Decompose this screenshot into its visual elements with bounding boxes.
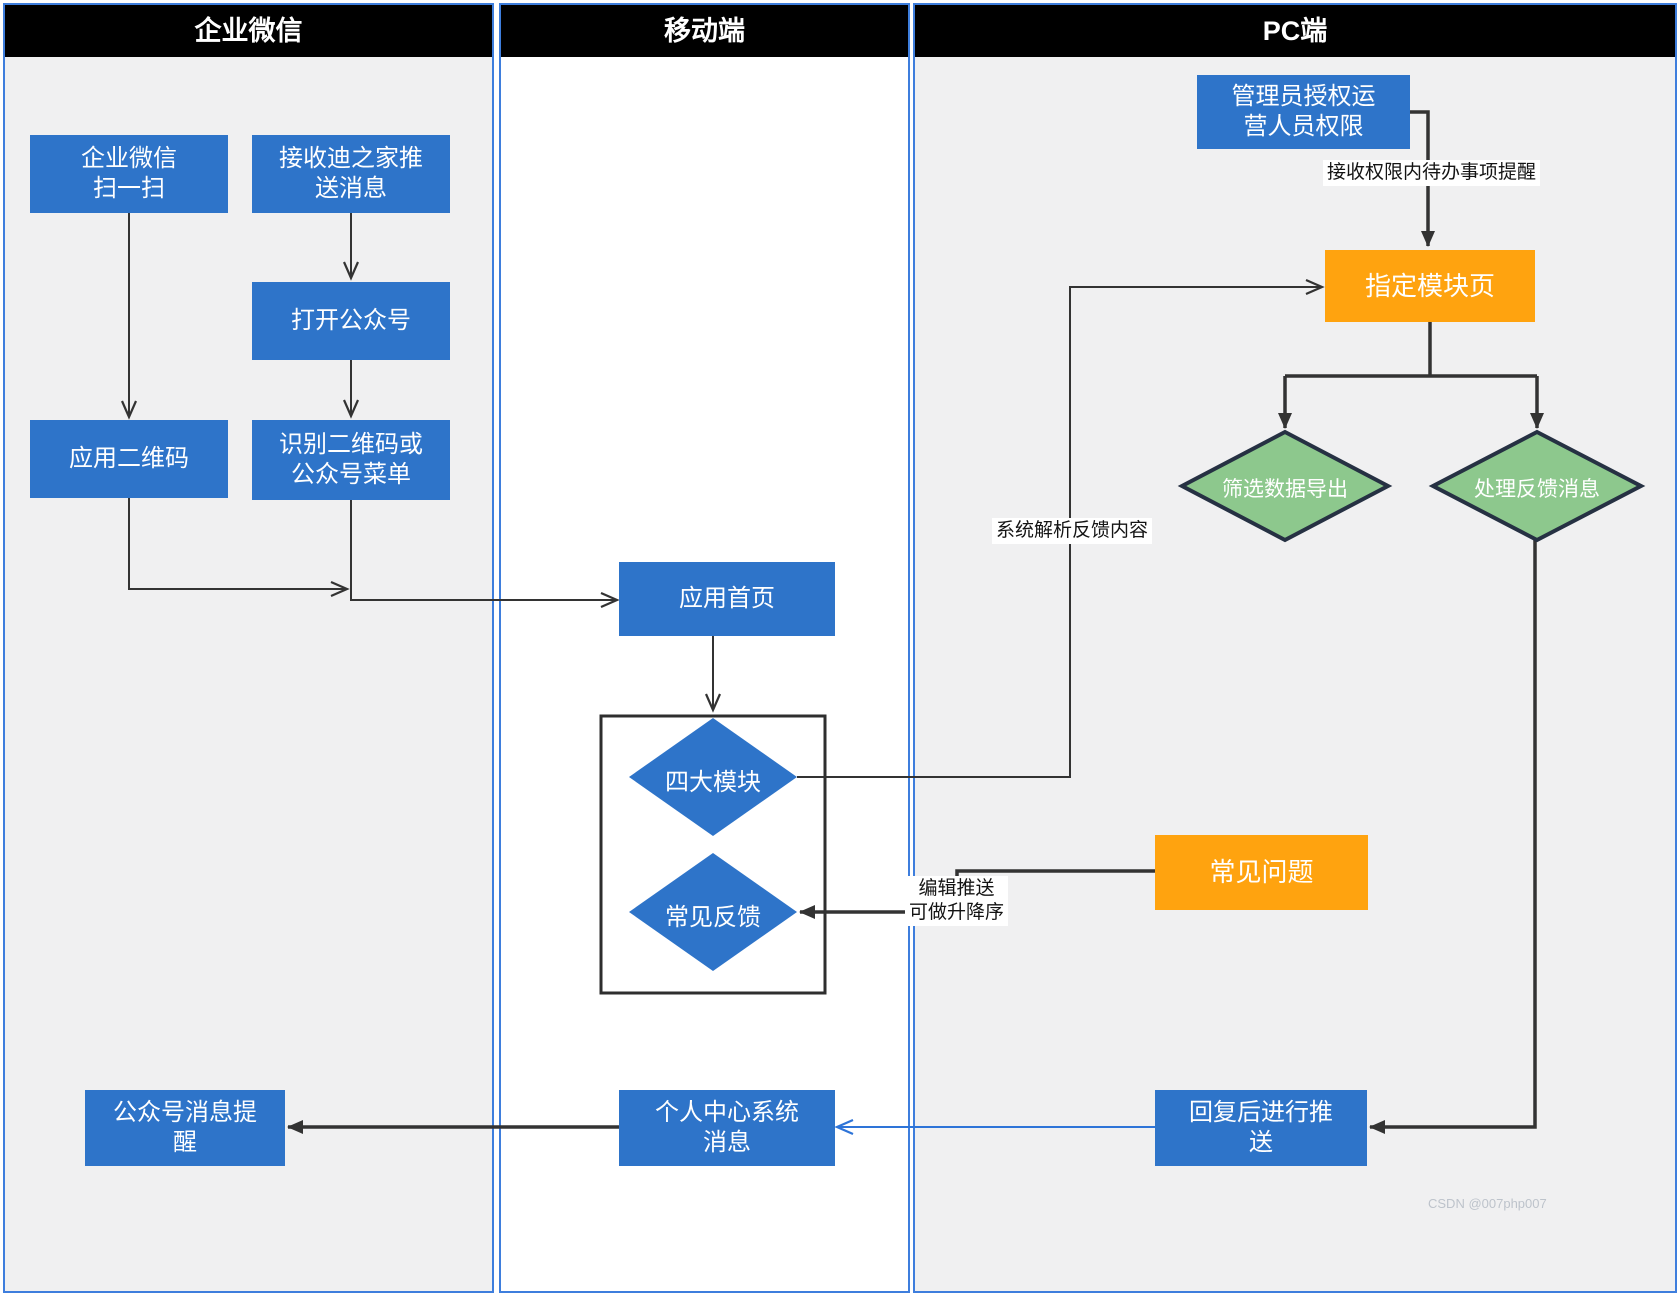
node-label: 接收迪之家推 送消息 xyxy=(279,145,423,202)
lane-title: PC端 xyxy=(1262,16,1328,46)
lane-header-pc: PC端 xyxy=(915,5,1675,57)
edge-label-system-parse: 系统解析反馈内容 xyxy=(992,518,1153,544)
edge-handle-to-reply xyxy=(1369,540,1537,1134)
lane-mobile: 移动端 xyxy=(499,3,910,1293)
node-label: 指定模块页 xyxy=(1364,270,1495,301)
node-label: 企业微信 扫一扫 xyxy=(81,145,177,202)
decision-filter-export xyxy=(1177,429,1393,543)
edge-qrcode-join xyxy=(128,498,350,598)
lane-wechat-work: 企业微信 xyxy=(3,3,494,1293)
node-label: 回复后进行推 送 xyxy=(1189,1099,1333,1156)
node-reply-push: 回复后进行推 送 xyxy=(1155,1090,1367,1166)
node-personal-center: 个人中心系统 消息 xyxy=(619,1090,835,1166)
node-scan-qr-menu: 识别二维码或 公众号菜单 xyxy=(252,420,450,500)
decision-label-filter-export: 筛选数据导出 xyxy=(1222,478,1348,501)
node-label: 应用首页 xyxy=(679,585,775,612)
edge-label-edit-push: 编辑推送 可做升降序 xyxy=(905,876,1009,926)
decision-label-four-modules: 四大模块 xyxy=(665,769,761,796)
node-assigned-module: 指定模块页 xyxy=(1325,250,1535,322)
node-app-home: 应用首页 xyxy=(619,562,835,636)
node-admin-auth: 管理员授权运 营人员权限 xyxy=(1197,75,1410,149)
node-label: 打开公众号 xyxy=(291,307,411,334)
node-label: 应用二维码 xyxy=(69,445,189,472)
node-app-qrcode: 应用二维码 xyxy=(30,420,228,498)
node-wechat-scan: 企业微信 扫一扫 xyxy=(30,135,228,213)
decision-handle-feedback xyxy=(1428,429,1646,543)
node-label: 常见问题 xyxy=(1209,857,1314,888)
node-official-notice: 公众号消息提 醒 xyxy=(85,1090,285,1166)
node-label: 个人中心系统 消息 xyxy=(655,1099,799,1156)
node-label: 识别二维码或 公众号菜单 xyxy=(279,431,423,488)
edge-admin-to-assigned xyxy=(1410,110,1435,247)
node-receive-push: 接收迪之家推 送消息 xyxy=(252,135,450,213)
node-open-official: 打开公众号 xyxy=(252,282,450,360)
lane-pc: PC端 xyxy=(913,3,1677,1293)
decision-label-common-feedback: 常见反馈 xyxy=(665,904,761,931)
node-label: 管理员授权运 营人员权限 xyxy=(1231,83,1376,140)
edge-label-receive-todo: 接收权限内待办事项提醒 xyxy=(1323,160,1541,186)
lane-title: 企业微信 xyxy=(194,16,303,46)
lane-title: 移动端 xyxy=(664,16,745,46)
lane-header-mobile: 移动端 xyxy=(501,5,908,57)
decision-label-handle-feedback: 处理反馈消息 xyxy=(1474,478,1600,501)
edge-to-app-home xyxy=(350,500,620,609)
lane-header-wechat-work: 企业微信 xyxy=(5,5,492,57)
decision-common-feedback xyxy=(629,853,797,971)
csdn-watermark: CSDN @007php007 xyxy=(1428,1196,1547,1211)
node-label: 公众号消息提 醒 xyxy=(113,1099,257,1156)
edge-assigned-split xyxy=(1285,322,1537,378)
decision-four-modules xyxy=(629,718,797,836)
node-common-questions: 常见问题 xyxy=(1155,835,1368,910)
